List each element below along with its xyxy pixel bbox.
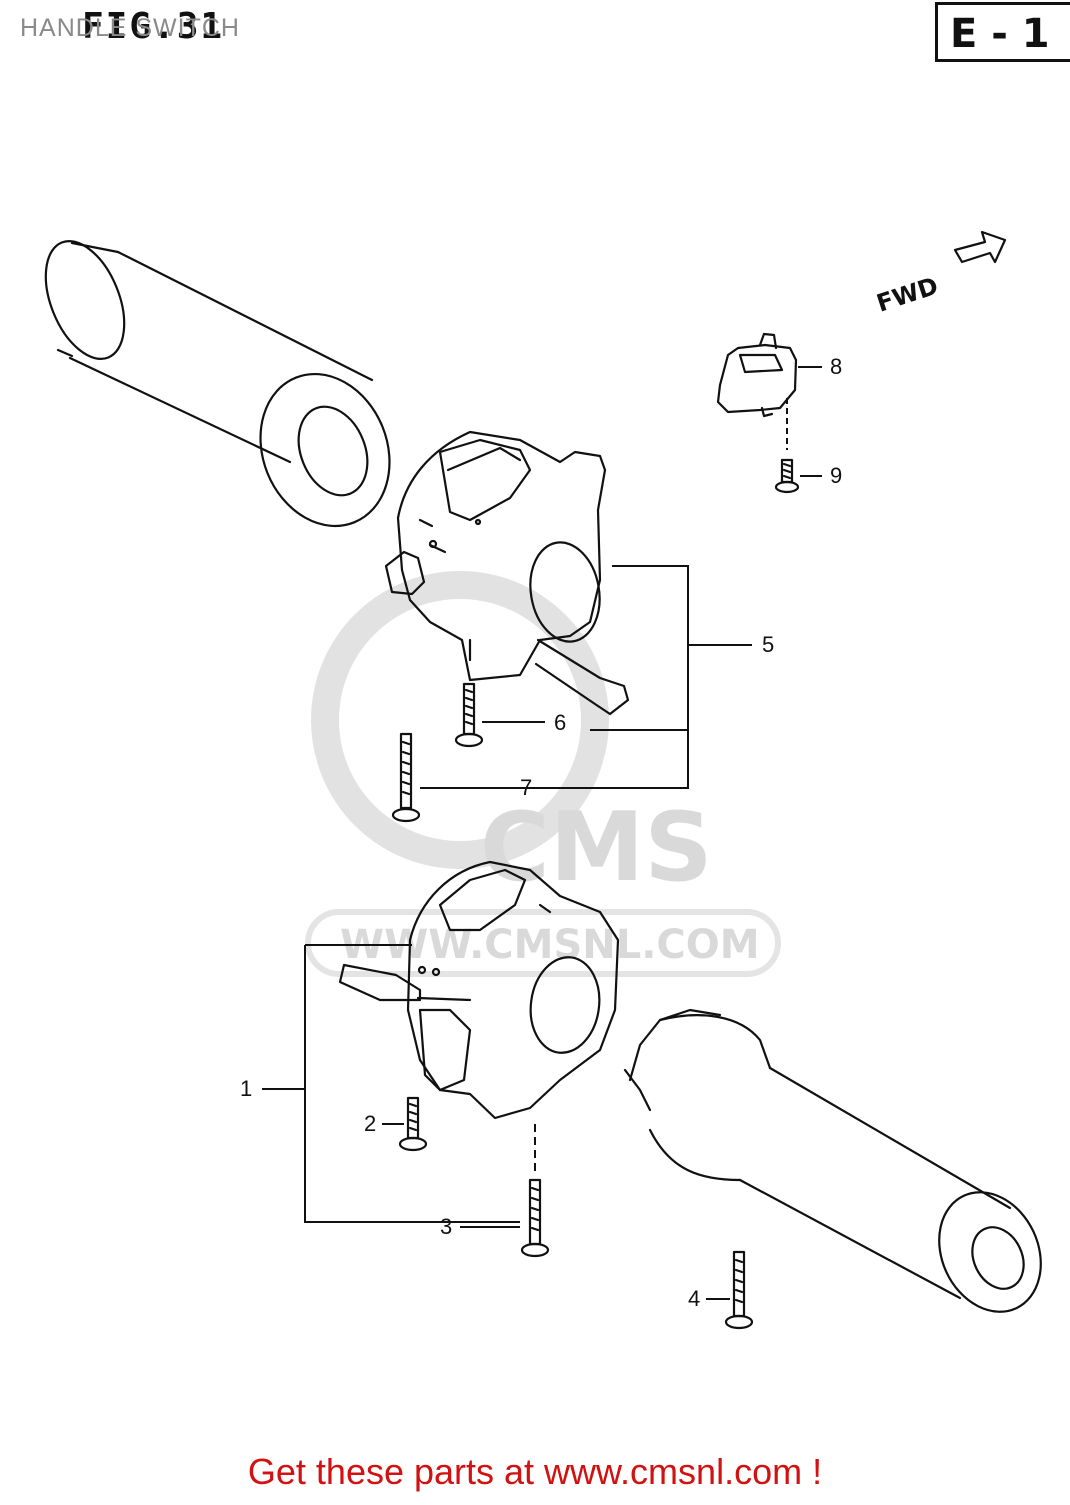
left-grip [44,240,391,528]
part-4-screw [724,1250,754,1330]
fwd-label: FWD [873,272,941,318]
callout-2: 2 [364,1111,376,1136]
part-6-screw [454,682,484,748]
callout-8: 8 [830,354,842,379]
forward-arrow [953,230,1007,264]
callout-4: 4 [688,1286,700,1311]
right-grip [623,1008,1042,1313]
leader-lines [262,366,822,1300]
callout-9: 9 [830,463,842,488]
page-title: HANDLE SWITCH [20,14,240,42]
figure-label: FIG.31 [82,6,225,47]
callout-5: 5 [762,632,774,657]
part-7-screw [391,732,421,823]
part-8-connector [716,332,798,418]
part-3-screw [520,1178,550,1258]
section-code: E - 1 [950,11,1050,57]
callout-6: 6 [554,710,566,735]
left-switch-housing [384,430,630,716]
part-9-screw [774,458,800,494]
section-code-box: E - 1 [935,2,1070,62]
callout-1: 1 [240,1076,252,1101]
watermark-logo-text: CMS [480,793,713,903]
watermark-figure-shape [311,571,609,869]
callout-7: 7 [520,775,532,800]
right-switch-housing [338,860,620,1120]
footer-cta-link[interactable]: Get these parts at www.cmsnl.com ! [247,1451,823,1492]
callout-3: 3 [440,1214,452,1239]
watermark-url-pill [305,909,781,977]
part-2-screw [398,1096,428,1152]
